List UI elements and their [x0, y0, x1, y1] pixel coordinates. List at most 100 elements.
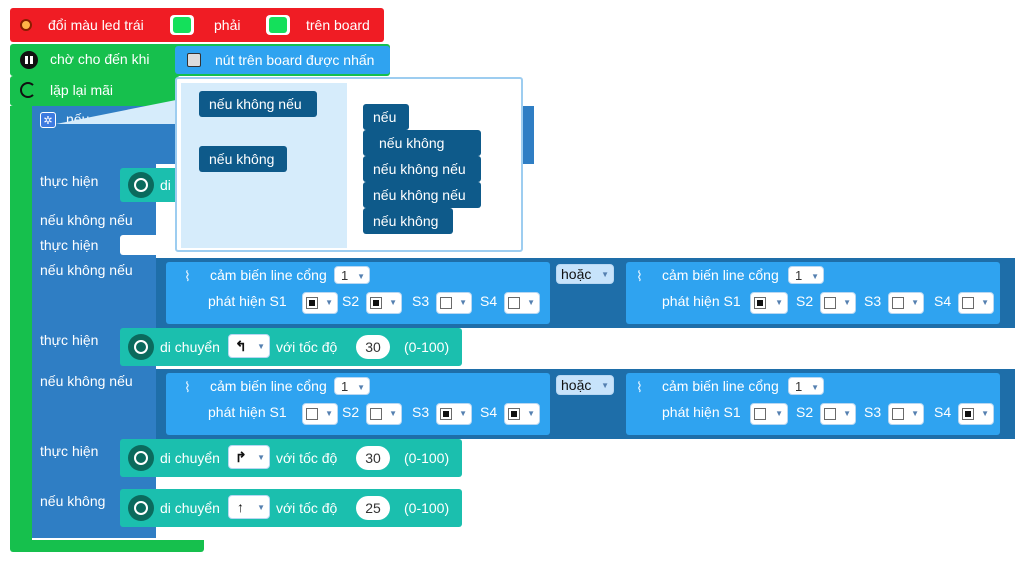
s3-dropdown[interactable]: ▼	[436, 403, 472, 425]
sensor-icon: ⌇	[636, 268, 643, 284]
led-suffix: trên board	[306, 17, 370, 33]
sensor-block-1-left[interactable]: ⌇ cảm biến line cổng 1▼ phát hiện S1 ▼ S…	[166, 262, 550, 324]
left-led-color-picker[interactable]	[170, 15, 194, 35]
s4-dropdown[interactable]: ▼	[504, 292, 540, 314]
sensor-block-2-left[interactable]: ⌇ cảm biến line cổng 1▼ phát hiện S1 ▼ S…	[166, 373, 550, 435]
port-dropdown[interactable]: 1▼	[334, 377, 370, 395]
s2-dropdown[interactable]: ▼	[820, 292, 856, 314]
speed-input[interactable]: 30	[356, 446, 390, 470]
workspace-elseif-1[interactable]: nếu không nếu	[363, 130, 481, 177]
sensor-block-2-right[interactable]: ⌇ cảm biến line cổng 1▼ phát hiện S1 ▼ S…	[626, 373, 1000, 435]
s2-label: S2	[342, 404, 360, 420]
port-dropdown[interactable]: 1▼	[788, 377, 824, 395]
then-label-2: thực hiện	[40, 237, 99, 253]
right-led-color-picker[interactable]	[266, 15, 290, 35]
turn-left-icon: ↰	[235, 338, 247, 354]
s2-dropdown[interactable]: ▼	[366, 292, 402, 314]
detect-label: phát hiện S1	[662, 293, 741, 309]
elseif-label-1: nếu không nếu	[40, 212, 133, 228]
s1-dropdown[interactable]: ▼	[302, 292, 338, 314]
palette-elseif[interactable]: nếu không nếu	[199, 91, 317, 117]
s2-dropdown[interactable]: ▼	[366, 403, 402, 425]
workspace-else[interactable]: nếu không	[363, 208, 453, 234]
port-dropdown[interactable]: 1▼	[334, 266, 370, 284]
speed-label: với tốc độ	[276, 500, 338, 516]
direction-dropdown[interactable]: ↑▼	[228, 495, 270, 519]
s4-dropdown[interactable]: ▼	[958, 403, 994, 425]
s4-dropdown[interactable]: ▼	[504, 403, 540, 425]
s4-label: S4	[480, 404, 498, 420]
led-block[interactable]: đổi màu led trái phải trên board	[10, 8, 384, 42]
s2-label: S2	[796, 293, 814, 309]
loop-bottom-bar	[10, 540, 204, 552]
direction-dropdown[interactable]: ↰▼	[228, 334, 270, 358]
button-pressed-condition[interactable]: nút trên board được nhấn	[175, 46, 390, 74]
board-button-icon	[187, 53, 201, 67]
s3-dropdown[interactable]: ▼	[888, 292, 924, 314]
led-label: đổi màu led trái	[48, 17, 144, 33]
led-icon	[20, 19, 32, 31]
s4-label: S4	[480, 293, 498, 309]
mutator-callout	[56, 100, 176, 124]
s1-dropdown[interactable]: ▼	[750, 292, 788, 314]
speed-range: (0-100)	[404, 450, 450, 466]
then-label-4: thực hiện	[40, 443, 99, 459]
s2-label: S2	[796, 404, 814, 420]
move-block-partial[interactable]: di	[120, 168, 180, 202]
wheel-icon	[128, 334, 154, 360]
sensor-label: cảm biến line cổng	[662, 378, 779, 394]
s1-dropdown[interactable]: ▼	[302, 403, 338, 425]
move-block-2[interactable]: di chuyển ↱▼ với tốc độ 30 (0-100)	[120, 439, 462, 477]
wait-label: chờ cho đến khi	[50, 51, 150, 67]
s4-label: S4	[934, 293, 952, 309]
move-partial-label: di	[160, 177, 171, 193]
then-label-1: thực hiện	[40, 173, 99, 189]
s1-dropdown[interactable]: ▼	[750, 403, 788, 425]
speed-input[interactable]: 25	[356, 496, 390, 520]
s2-dropdown[interactable]: ▼	[820, 403, 856, 425]
sensor-icon: ⌇	[184, 268, 191, 284]
button-pressed-label: nút trên board được nhấn	[215, 52, 375, 68]
speed-label: với tốc độ	[276, 450, 338, 466]
workspace-elseif-3[interactable]: nếu không nếu	[363, 182, 481, 208]
move-block-1[interactable]: di chuyển ↰▼ với tốc độ 30 (0-100)	[120, 328, 462, 366]
s4-dropdown[interactable]: ▼	[958, 292, 994, 314]
sensor-label: cảm biến line cổng	[210, 267, 327, 283]
sensor-icon: ⌇	[636, 379, 643, 395]
elseif-label-2: nếu không nếu	[40, 262, 133, 278]
speed-input[interactable]: 30	[356, 335, 390, 359]
speed-label: với tốc độ	[276, 339, 338, 355]
led-right-label: phải	[214, 17, 241, 33]
s3-dropdown[interactable]: ▼	[888, 403, 924, 425]
detect-label: phát hiện S1	[208, 293, 287, 309]
wheel-icon	[128, 172, 154, 198]
loop-side-bar	[10, 106, 32, 542]
s3-dropdown[interactable]: ▼	[436, 292, 472, 314]
palette-else[interactable]: nếu không	[199, 146, 287, 172]
workspace-if[interactable]: nếu	[363, 104, 409, 130]
speed-range: (0-100)	[404, 500, 450, 516]
wait-block[interactable]: chờ cho đến khi nút trên board được nhấn	[10, 44, 390, 76]
or-operator-dropdown[interactable]: hoặc▼	[556, 375, 614, 395]
loop-label: lặp lại mãi	[50, 82, 114, 98]
pause-icon	[20, 51, 38, 69]
sensor-label: cảm biến line cổng	[210, 378, 327, 394]
elseif-label-3: nếu không nếu	[40, 373, 133, 389]
s3-label: S3	[864, 404, 882, 420]
move-label: di chuyển	[160, 450, 220, 466]
turn-right-icon: ↱	[235, 449, 247, 465]
sensor-icon: ⌇	[184, 379, 191, 395]
s4-label: S4	[934, 404, 952, 420]
direction-dropdown[interactable]: ↱▼	[228, 445, 270, 469]
mutator-gear-icon[interactable]: ✲	[40, 112, 56, 128]
move-block-3[interactable]: di chuyển ↑▼ với tốc độ 25 (0-100)	[120, 489, 462, 527]
port-dropdown[interactable]: 1▼	[788, 266, 824, 284]
workspace-elseif-2[interactable]: nếu không nếu	[363, 156, 481, 182]
move-label: di chuyển	[160, 500, 220, 516]
or-operator-dropdown[interactable]: hoặc▼	[556, 264, 614, 284]
move-label: di chuyển	[160, 339, 220, 355]
forward-icon: ↑	[237, 499, 244, 515]
sensor-block-1-right[interactable]: ⌇ cảm biến line cổng 1▼ phát hiện S1 ▼ S…	[626, 262, 1000, 324]
s3-label: S3	[412, 404, 430, 420]
mutator-popup: nếu không nếu nếu không nếu nếu không nế…	[175, 77, 523, 252]
